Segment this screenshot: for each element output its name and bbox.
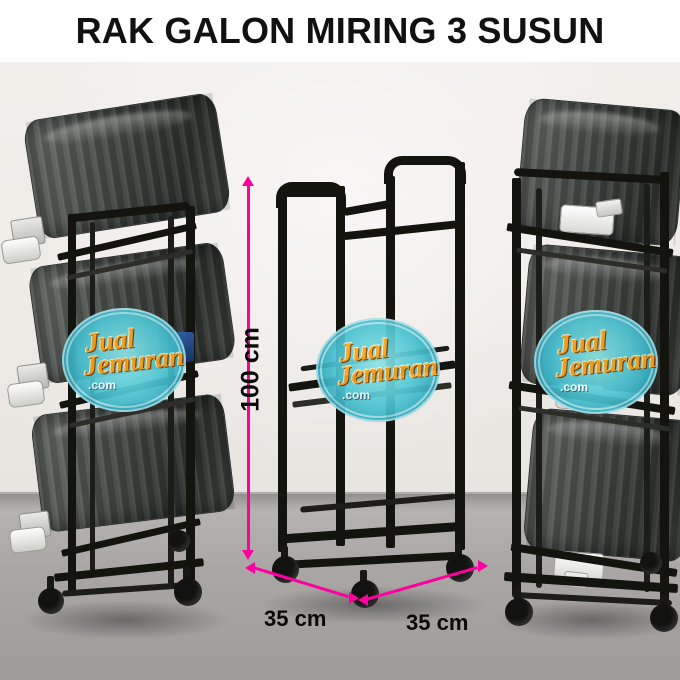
caster-stem: [514, 588, 521, 602]
rack-upright: [660, 172, 669, 602]
rack-upright: [455, 162, 465, 550]
title-band: RAK GALON MIRING 3 SUSUN: [0, 0, 680, 62]
dimension-arrow-depth-end: [349, 592, 359, 604]
watermark-line3: .com: [559, 380, 588, 394]
rack-top-rail: [278, 188, 344, 197]
caster-stem: [360, 570, 367, 584]
caster-stem: [455, 544, 462, 558]
page-title: RAK GALON MIRING 3 SUSUN: [75, 10, 605, 51]
dimension-label-height: 100 cm: [236, 327, 265, 412]
dimension-label-depth: 35 cm: [264, 606, 327, 631]
caster-wheel-rear: [640, 552, 662, 574]
dimension-arrow-width-end: [478, 560, 488, 572]
caster-stem: [660, 594, 667, 608]
caster-stem: [47, 576, 54, 592]
bottle-cap: [6, 379, 46, 409]
watermark-ring: [320, 322, 436, 418]
caster-wheel: [650, 604, 678, 632]
caster-wheel-rear: [168, 530, 190, 552]
watermark-line3: .com: [87, 378, 116, 392]
bottle-cap: [8, 525, 48, 555]
rack-top-loop: [276, 182, 346, 208]
dimension-arrow-depth-start: [245, 562, 255, 574]
watermark-ring: [66, 312, 182, 408]
dimension-arrow-bottom: [242, 550, 254, 560]
watermark-logo: Jual Jemuran .com: [62, 308, 186, 412]
gallon-bottle: [522, 407, 680, 563]
caster-wheel: [38, 588, 64, 614]
watermark-ring: [538, 314, 654, 410]
dimension-line-height: [247, 186, 250, 552]
watermark-logo: Jual Jemuran .com: [316, 318, 440, 422]
caster-wheel: [505, 598, 533, 626]
rack-top-loop: [384, 156, 466, 184]
caster-stem: [183, 566, 190, 582]
caster-wheel: [174, 578, 202, 606]
dimension-arrow-width-start: [358, 594, 368, 606]
caster-stem: [281, 546, 288, 560]
dimension-label-width: 35 cm: [406, 610, 469, 635]
watermark-line3: .com: [341, 388, 370, 402]
rack-upright: [278, 196, 287, 552]
watermark-logo: Jual Jemuran .com: [534, 310, 658, 414]
dimension-arrow-top: [242, 176, 254, 186]
